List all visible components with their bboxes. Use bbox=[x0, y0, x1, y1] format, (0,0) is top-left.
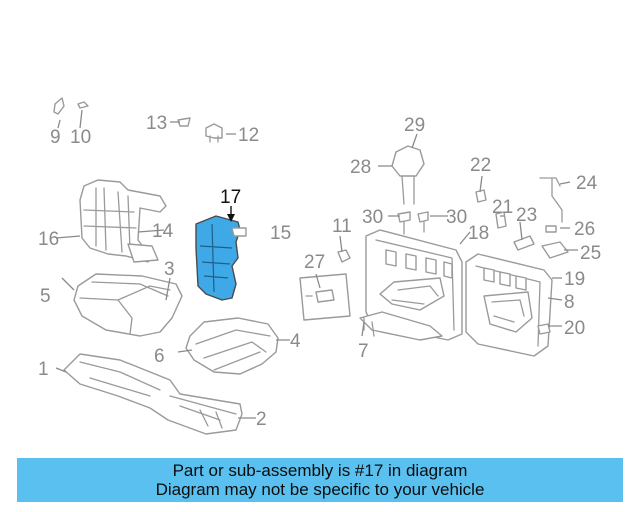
part-18-seat-back-frame bbox=[365, 229, 463, 341]
callout-16: 16 bbox=[38, 229, 59, 250]
banner-line-part: Part or sub-assembly is #17 in diagram bbox=[172, 461, 468, 480]
callout-25: 25 bbox=[580, 243, 601, 264]
callout-8: 8 bbox=[564, 292, 575, 313]
part-17-highlighted-panel bbox=[195, 215, 247, 301]
callout-numbers: 9 10 13 12 17 16 14 15 3 5 6 4 1 2 11 27… bbox=[38, 113, 601, 430]
part-28-29-headrest bbox=[391, 145, 425, 205]
part-19-8-seat-back-right bbox=[465, 253, 553, 357]
info-banner: Part or sub-assembly is #17 in diagram D… bbox=[17, 458, 623, 502]
callout-12: 12 bbox=[238, 125, 259, 146]
part-5-seat-cushion bbox=[73, 273, 183, 337]
callout-17: 17 bbox=[220, 187, 241, 208]
callout-13: 13 bbox=[146, 113, 167, 134]
part-25-26-parts bbox=[541, 225, 569, 259]
callout-30b: 30 bbox=[446, 207, 467, 228]
callout-11: 11 bbox=[332, 216, 352, 237]
callout-28: 28 bbox=[350, 157, 371, 178]
callout-15: 15 bbox=[270, 223, 291, 244]
callout-5: 5 bbox=[40, 286, 51, 307]
part-7-bracket bbox=[359, 311, 443, 341]
callout-1: 1 bbox=[38, 359, 49, 380]
callout-20: 20 bbox=[564, 318, 585, 339]
callout-9: 9 bbox=[50, 127, 61, 148]
callout-27: 27 bbox=[304, 252, 325, 273]
banner-line-disclaimer: Diagram may not be specific to your vehi… bbox=[155, 480, 485, 499]
callout-29: 29 bbox=[404, 115, 425, 136]
part-11-bolt bbox=[337, 249, 351, 263]
callout-10: 10 bbox=[70, 127, 91, 148]
callout-21: 21 bbox=[492, 197, 513, 218]
part-27-bracket-plate bbox=[299, 273, 351, 321]
callout-3: 3 bbox=[164, 259, 175, 280]
callout-18: 18 bbox=[468, 223, 489, 244]
part-9-clip bbox=[53, 97, 89, 115]
callout-19: 19 bbox=[564, 269, 585, 290]
part-24-rod bbox=[539, 177, 563, 223]
callout-arrow-17 bbox=[227, 206, 235, 222]
callout-26: 26 bbox=[574, 219, 595, 240]
part-22-clip bbox=[475, 189, 487, 203]
callout-14: 14 bbox=[152, 221, 174, 242]
callout-24: 24 bbox=[576, 173, 598, 194]
callout-7: 7 bbox=[358, 341, 369, 362]
callout-30a: 30 bbox=[362, 207, 383, 228]
part-13-12-hooks bbox=[177, 117, 223, 143]
part-16-seat-back bbox=[79, 179, 167, 263]
part-20-bolt bbox=[537, 323, 551, 335]
part-1-2-floor-frame bbox=[63, 353, 243, 435]
callout-2: 2 bbox=[256, 409, 267, 430]
part-30-bolts bbox=[397, 211, 429, 235]
callout-23: 23 bbox=[516, 205, 537, 226]
callout-6: 6 bbox=[154, 346, 165, 367]
leader-lines bbox=[55, 109, 578, 419]
callout-4: 4 bbox=[290, 331, 301, 352]
part-6-4-cushion bbox=[185, 317, 279, 375]
callout-22: 22 bbox=[470, 155, 491, 176]
